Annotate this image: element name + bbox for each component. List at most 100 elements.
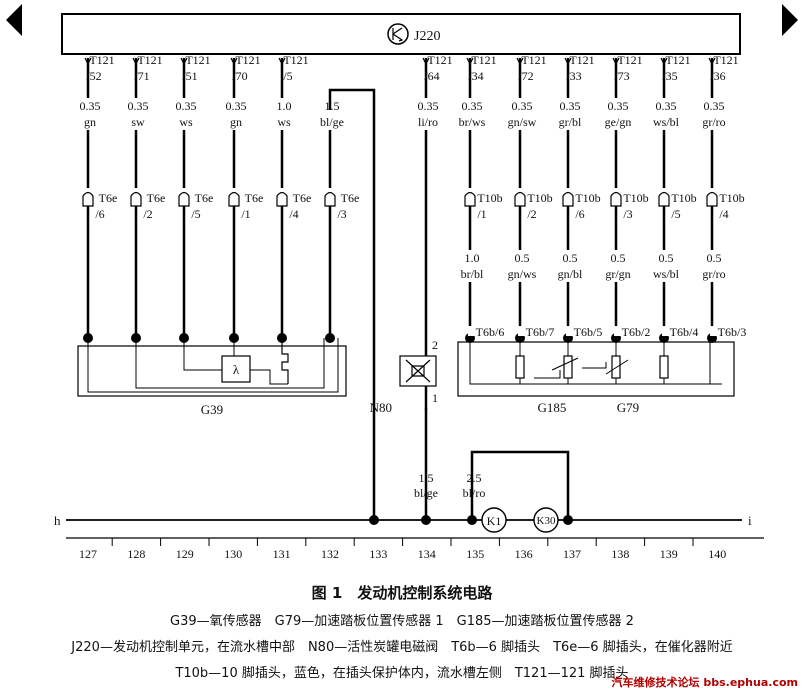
connector-icon [464, 191, 476, 207]
connector-icon [276, 191, 288, 207]
wire-size-label: 0.35 [560, 99, 581, 113]
track-number: 135 [466, 547, 484, 561]
wire-color-label: ws/bl [653, 115, 680, 129]
wire-color-label: gn/ws [508, 267, 537, 281]
wire-color-label: gn [230, 115, 242, 129]
track-number: 133 [369, 547, 387, 561]
plug-pin-label: /6 [575, 207, 584, 221]
wire-9 [504, 57, 540, 343]
connector-icon [514, 191, 526, 207]
potentiometer-g79 [611, 355, 621, 379]
wire-7 [410, 57, 446, 356]
wire-size-label: 2.5 [467, 471, 482, 485]
track-number: 128 [127, 547, 145, 561]
wire-color-label: bl/ge [320, 115, 344, 129]
wire-size-label: 0.35 [80, 99, 101, 113]
plug-pin-label: /1 [241, 207, 250, 221]
plug-pin-label: T6b/6 [476, 325, 505, 339]
wire-size-label: 1.5 [419, 471, 434, 485]
track-number: 140 [708, 547, 726, 561]
wire-size-label: 1.0 [277, 99, 292, 113]
plug-label: T10b [623, 191, 648, 205]
track-number: 132 [321, 547, 339, 561]
g39-sensor: λ G39 [77, 338, 347, 417]
prev-arrow-icon[interactable] [6, 4, 22, 36]
wire-size-label: 0.35 [418, 99, 439, 113]
n80-pin-top: 2 [432, 338, 438, 352]
pin-connector-label: T121 [665, 53, 690, 67]
pin-connector-label: T121 [185, 53, 210, 67]
pin-connector-label: T121 [283, 53, 308, 67]
connector-icon [178, 191, 190, 207]
n80-pin-bottom: 1 [432, 391, 438, 405]
potentiometer-g79-b [659, 355, 669, 379]
wire-4 [218, 57, 254, 343]
pin-number-label: /35 [662, 69, 677, 83]
wire-color-label: gn/bl [558, 267, 583, 281]
plug-pin-label: /4 [289, 207, 298, 221]
relay-k1-label: K1 [487, 514, 502, 528]
pin-connector-label: T121 [89, 53, 114, 67]
plug-pin-label: /6 [95, 207, 104, 221]
wire-color-label: ws/bl [653, 267, 680, 281]
plug-pin-label: T6b/3 [718, 325, 747, 339]
pin-number-label: /34 [468, 69, 483, 83]
track-number: 127 [79, 547, 97, 561]
ecu-label: J220 [414, 29, 440, 44]
plug-label: T10b [671, 191, 696, 205]
track-number: 131 [273, 547, 291, 561]
pin-number-label: /72 [518, 69, 533, 83]
wire-11 [600, 57, 636, 343]
wire-size-label: 0.35 [512, 99, 533, 113]
ecu-j220: J220 [61, 13, 741, 55]
wire-6 [314, 98, 350, 343]
pin-connector-label: T121 [137, 53, 162, 67]
pin-connector-label: T121 [713, 53, 738, 67]
next-arrow-icon[interactable] [782, 4, 798, 36]
pin-number-label: /5 [283, 69, 292, 83]
track-number: 138 [611, 547, 629, 561]
plug-label: T6e [341, 191, 360, 205]
relay-k1 [481, 507, 507, 533]
wire-3 [168, 57, 204, 343]
plug-label: T10b [575, 191, 600, 205]
plug-pin-label: /5 [191, 207, 200, 221]
legend-line-3: T10b—10 脚插头，蓝色，在插头保护体内，流水槽左侧 T121—121 脚插… [175, 666, 629, 681]
pin-number-label: /73 [614, 69, 629, 83]
wire-color-label: bl/ro [463, 486, 486, 500]
plug-pin-label: /2 [143, 207, 152, 221]
pin-connector-label: T121 [427, 53, 452, 67]
wire-color-label: gr/ro [702, 115, 725, 129]
wire-color-label: ws [277, 115, 291, 129]
wire-size-label: 0.35 [656, 99, 677, 113]
connector-icon [228, 191, 240, 207]
connector-icon [562, 191, 574, 207]
wire-size-label: 0.35 [128, 99, 149, 113]
junction-dot [421, 515, 431, 525]
pin-number-label: /51 [182, 69, 197, 83]
plug-pin-label: T6b/2 [622, 325, 651, 339]
wire-color-label: li/ro [418, 115, 438, 129]
g79-label: G79 [617, 400, 639, 415]
wire-color-label: gr/bl [559, 115, 582, 129]
track-number: 136 [515, 547, 533, 561]
lambda-symbol: λ [233, 362, 240, 377]
plug-label: T6e [293, 191, 312, 205]
junction-dot [369, 515, 379, 525]
wire-size-label: 0.35 [608, 99, 629, 113]
pin-connector-label: T121 [235, 53, 260, 67]
plug-pin-label: /3 [337, 207, 346, 221]
legend-line-2: J220—发动机控制单元，在流水槽中部 N80—活性炭罐电磁阀 T6b—6 脚插… [71, 640, 733, 655]
wire-color-label: gn/sw [508, 115, 537, 129]
wire-size-label: 0.5 [707, 251, 722, 265]
solenoid-icon [405, 359, 431, 383]
wire-color-label: ws [179, 115, 193, 129]
track-number: 129 [176, 547, 194, 561]
legend-line-1: G39—氧传感器 G79—加速踏板位置传感器 1 G185—加速踏板位置传感器 … [170, 614, 634, 629]
bus-right-label: i [748, 513, 752, 528]
figure-title: 图 1 发动机控制系统电路 [311, 584, 493, 602]
wire-color-label: gr/ro [702, 267, 725, 281]
pin-connector-label: T121 [569, 53, 594, 67]
g39-label: G39 [201, 402, 223, 417]
